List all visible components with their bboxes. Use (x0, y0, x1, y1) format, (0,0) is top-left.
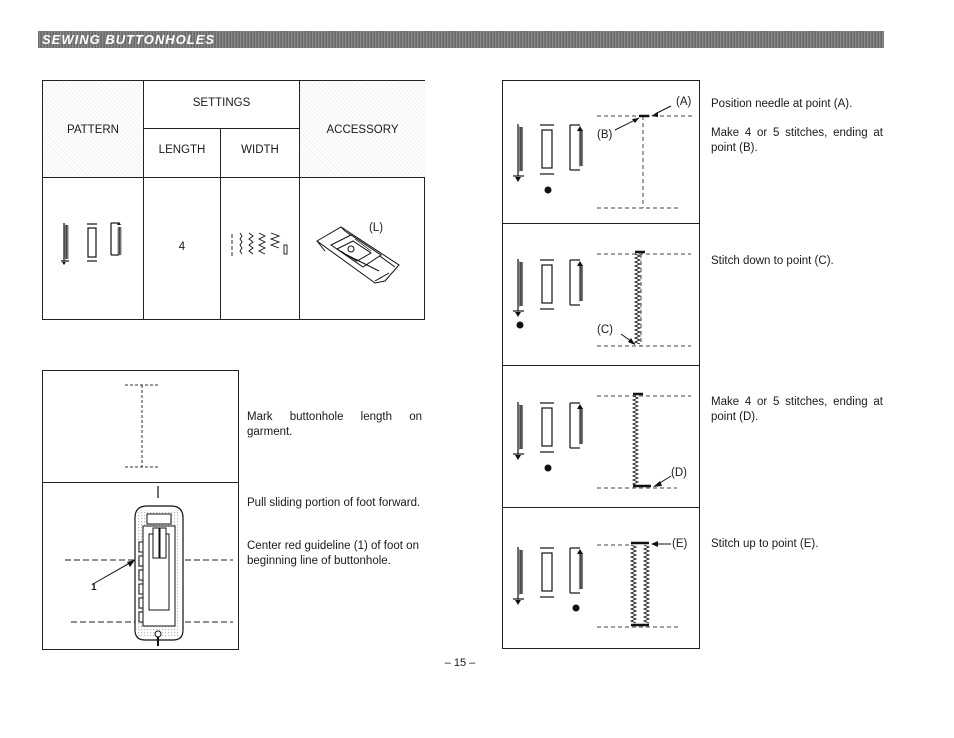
length-value: 4 (178, 241, 186, 253)
pull-foot-text: Pull sliding portion of foot forward. (247, 497, 421, 509)
label-e: (E) (672, 538, 688, 550)
section-title: SEWING BUTTONHOLES (42, 32, 216, 47)
step-d-diagram (597, 392, 691, 489)
step-b-text: Make 4 or 5 stitches, ending at point (B… (711, 127, 883, 154)
label-c: (C) (597, 324, 613, 336)
pattern-header: PATTERN (67, 124, 119, 136)
buttonhole-foot-icon (316, 226, 400, 284)
center-guideline-text: Center red guideline (1) of foot on begi… (247, 540, 419, 567)
step-e-diagram (597, 541, 681, 628)
step-d-pattern-icon (513, 402, 584, 472)
section-header-banner: SEWING BUTTONHOLES (38, 31, 884, 48)
step-d-text: Make 4 or 5 stitches, ending at point (D… (711, 396, 883, 423)
label-a: (A) (676, 96, 692, 108)
foot-alignment-figure: 1 (42, 482, 239, 650)
step-a-diagram (597, 105, 693, 209)
settings-table: PATTERN SETTINGS LENGTH WIDTH ACCESSORY … (42, 80, 425, 320)
step-c-pattern-icon (513, 259, 584, 329)
sliding-foot-icon (65, 486, 233, 646)
page-number: – 15 – (444, 657, 476, 669)
step-e-text: Stitch up to point (E). (711, 538, 819, 550)
step-figures-column (502, 80, 700, 649)
accessory-header: ACCESSORY (326, 124, 399, 136)
step-c-diagram (597, 250, 691, 347)
step-e-pattern-icon (513, 547, 584, 612)
label-b: (B) (597, 129, 613, 141)
step-c-text: Stitch down to point (C). (711, 255, 834, 267)
label-d: (D) (671, 467, 687, 479)
buttonhole-pattern-icon (61, 222, 123, 265)
width-header: WIDTH (241, 144, 279, 156)
settings-header: SETTINGS (192, 97, 251, 109)
buttonhole-length-mark-icon (125, 384, 159, 468)
guideline-label: 1 (91, 582, 97, 593)
accessory-label: (L) (368, 222, 384, 234)
step-a-text: Position needle at point (A). (711, 98, 853, 110)
mark-length-figure (42, 370, 239, 483)
step-a-pattern-icon (513, 124, 584, 194)
width-stitch-icon (231, 232, 288, 256)
length-header: LENGTH (158, 144, 206, 156)
mark-length-text: Mark buttonhole length on garment. (247, 411, 422, 438)
